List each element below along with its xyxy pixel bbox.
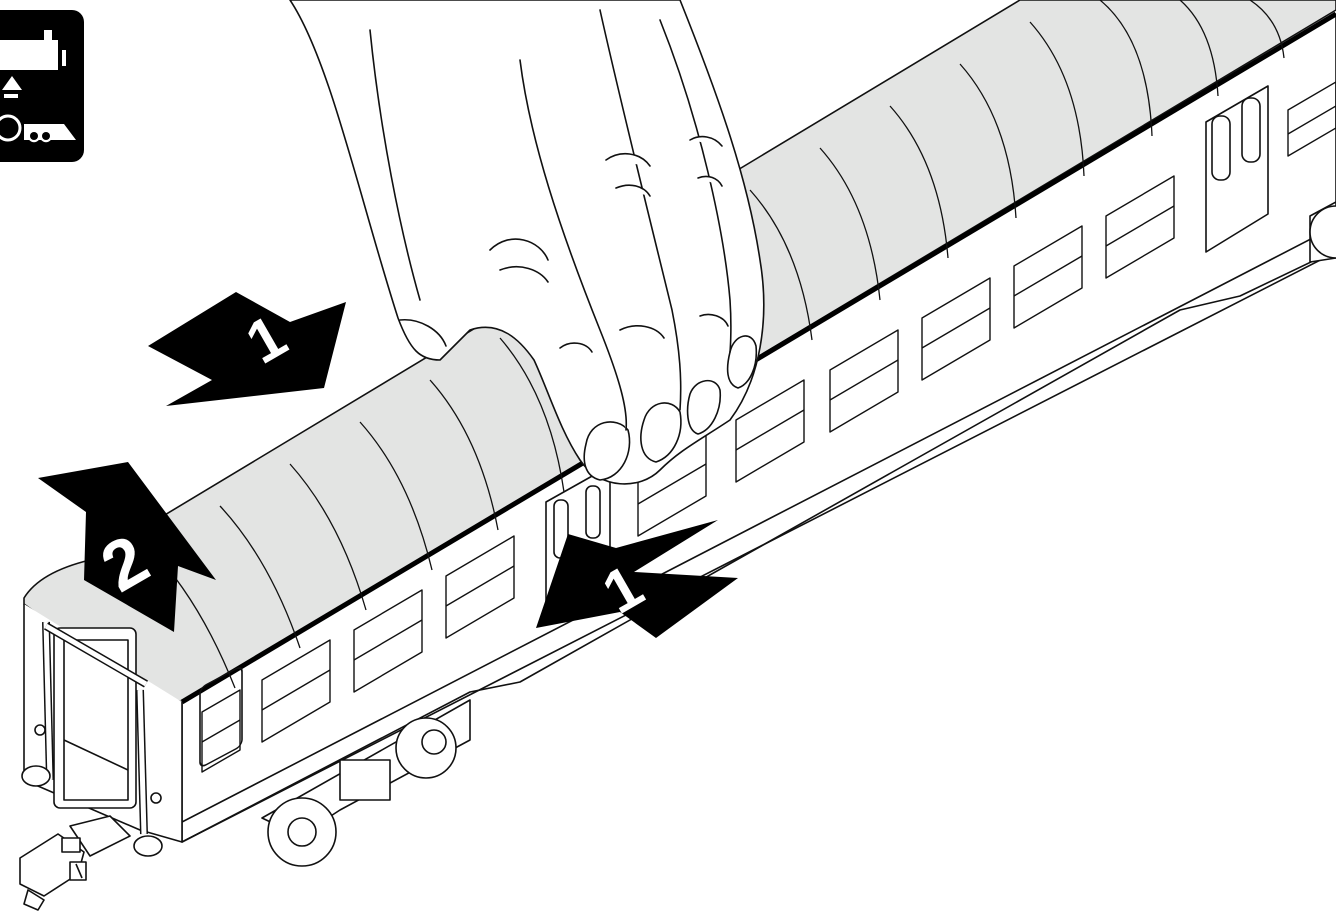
- coupler: [20, 816, 130, 910]
- locomotive-maintenance-icon: [0, 10, 84, 162]
- step-arrow-1-top: 1: [148, 292, 346, 406]
